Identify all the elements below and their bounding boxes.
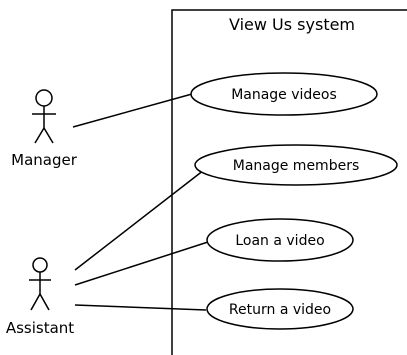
use-case-manage-members-label: Manage members — [233, 158, 360, 174]
use-case-loan-video: Loan a video — [206, 218, 354, 262]
actor-assistant-label: Assistant — [6, 319, 74, 337]
actor-assistant-leg-right — [39, 293, 50, 311]
system-boundary — [171, 9, 407, 355]
use-case-return-video-label: Return a video — [229, 302, 331, 318]
use-case-loan-video-label: Loan a video — [235, 233, 324, 249]
actor-manager: Manager — [11, 89, 78, 169]
actor-manager-label: Manager — [11, 151, 78, 169]
actor-manager-head — [35, 89, 53, 107]
association-assistant-return-video — [74, 304, 207, 311]
use-case-return-video: Return a video — [206, 288, 354, 330]
use-case-manage-videos-shape — [190, 72, 378, 116]
actor-manager-leg-left — [34, 127, 45, 144]
association-assistant-manage-members — [74, 169, 205, 271]
use-case-return-video-shape — [206, 288, 354, 330]
actor-assistant-head — [32, 257, 48, 273]
actor-assistant-leg-left — [30, 293, 41, 311]
actor-manager-leg-right — [43, 127, 54, 144]
use-case-manage-members-shape — [194, 144, 398, 186]
use-case-manage-members: Manage members — [194, 144, 398, 186]
system-title: View Us system — [229, 15, 355, 34]
use-case-manage-videos: Manage videos — [190, 72, 378, 116]
use-case-loan-video-shape — [206, 218, 354, 262]
use-case-manage-videos-label: Manage videos — [231, 87, 337, 103]
actor-assistant: Assistant — [6, 257, 74, 337]
association-assistant-loan-video — [74, 241, 209, 286]
association-manager-manage-videos — [72, 93, 193, 128]
